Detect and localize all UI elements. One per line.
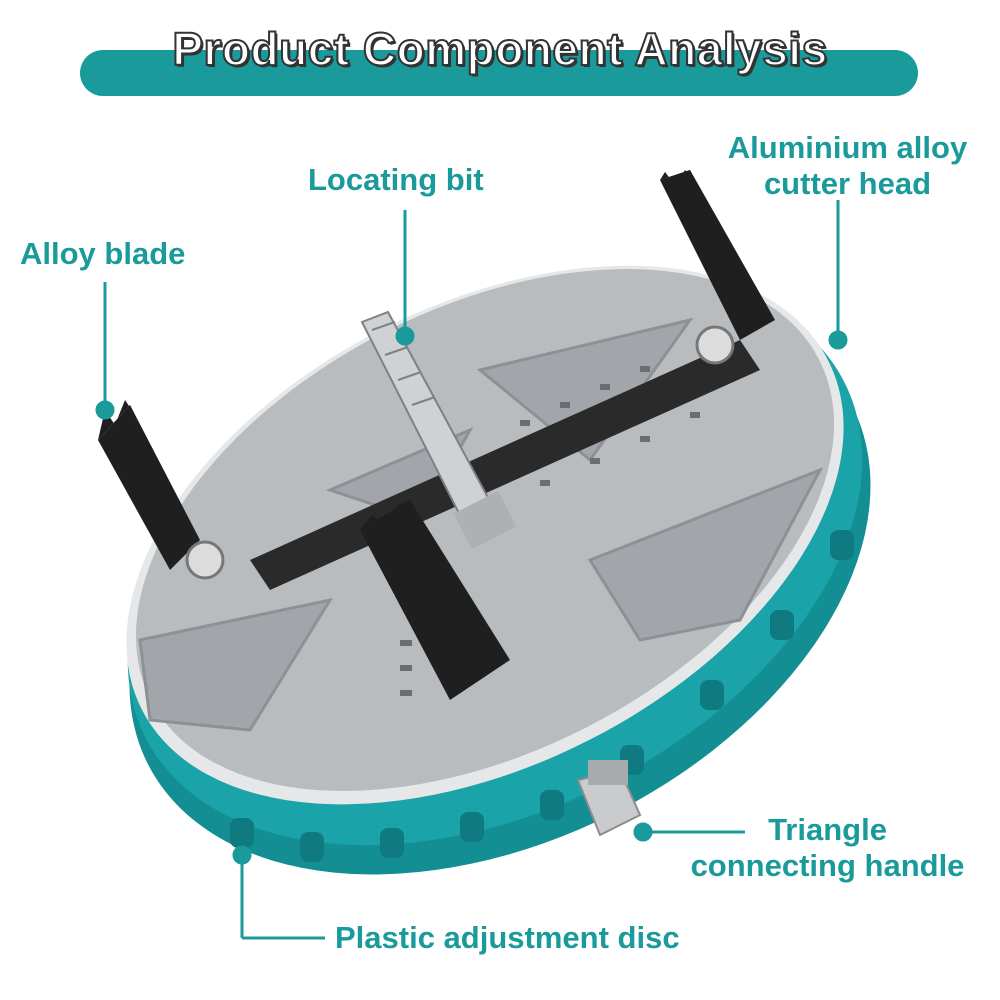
locating-bit (360, 310, 517, 550)
triangle-connecting-handle (576, 760, 642, 837)
label-plastic-disc-text: Plastic adjustment disc (335, 920, 680, 955)
label-locating-bit: Locating bit (308, 162, 484, 198)
label-aluminium-line1: Aluminium alloy (727, 130, 968, 165)
alloy-blade-left (98, 400, 225, 580)
callout-lines (95, 200, 848, 940)
alloy-blade-right (660, 170, 775, 365)
label-aluminium-cutter-head: Aluminium alloy cutter head (700, 130, 995, 202)
page-title: Product Component Analysis (171, 22, 828, 76)
alloy-blade-center (360, 500, 510, 700)
label-triangle-connecting-handle: Triangle connecting handle (660, 812, 995, 884)
label-aluminium-line2: cutter head (763, 166, 932, 201)
label-plastic-adjustment-disc: Plastic adjustment disc (335, 920, 680, 956)
label-triangle-line2: connecting handle (690, 848, 965, 883)
title-banner (80, 50, 918, 96)
label-alloy-blade-text: Alloy blade (20, 236, 186, 271)
label-locating-bit-text: Locating bit (308, 162, 484, 197)
label-triangle-line1: Triangle (768, 812, 887, 847)
label-alloy-blade: Alloy blade (20, 236, 185, 272)
